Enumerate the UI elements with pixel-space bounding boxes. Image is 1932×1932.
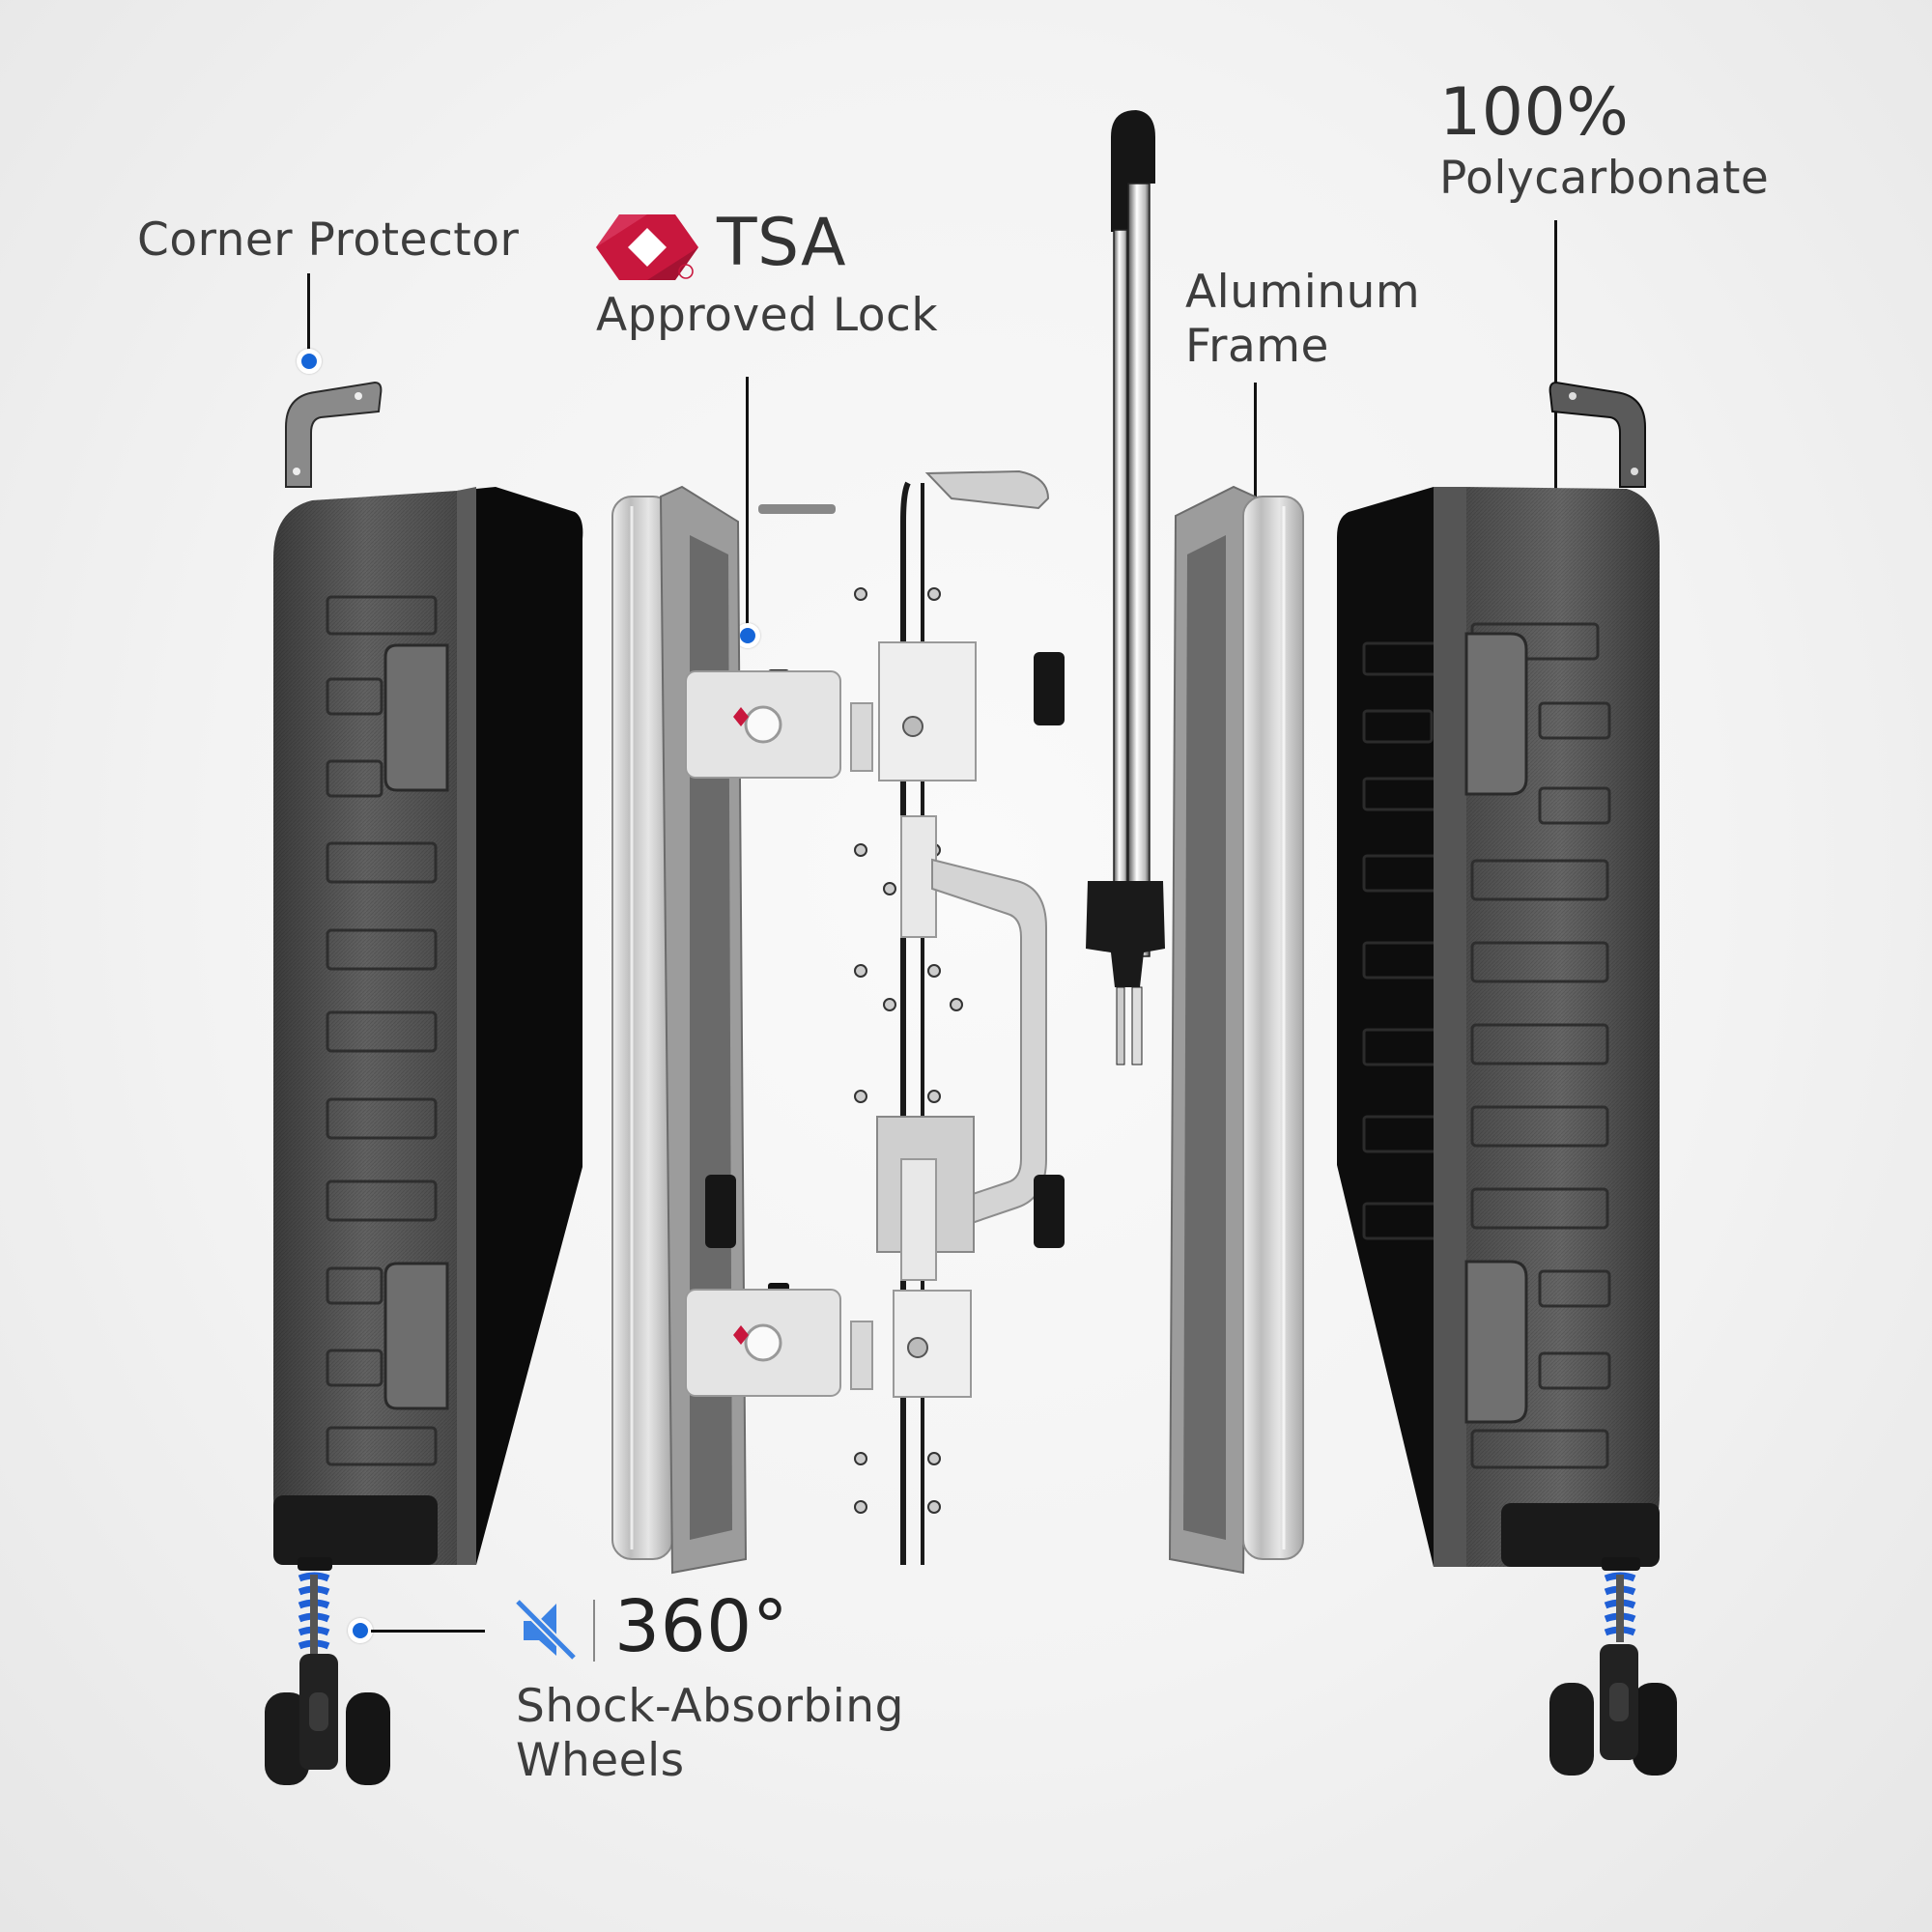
polycarbonate-leader [1554,220,1557,500]
aluminum-frame-label-line2: Frame [1185,320,1329,373]
corner-protector-marker [297,349,322,374]
wheels-label-line2: Wheels [516,1734,685,1787]
corner-protector-right [1548,381,1646,488]
left-shell [273,487,583,1565]
corner-protector-leader [307,273,310,353]
approved-lock-label: Approved Lock [596,289,939,342]
aluminum-frame-label-line1: Aluminum [1185,266,1421,319]
lock-assembly [685,464,1077,1575]
tsa-brand-text: TSA [717,205,846,281]
trolley-handle [1086,110,1165,1065]
right-aluminum-frame [1168,485,1304,1575]
right-shell [1337,487,1660,1567]
corner-protector-label: Corner Protector [137,213,520,267]
tsa-logo-icon [596,214,698,280]
mute-speaker-icon [514,1598,578,1662]
spinner-wheel-right [1549,1557,1677,1776]
tsa-lock-leader [746,377,749,630]
wheels-leader [371,1630,485,1633]
spinner-wheel-left [265,1557,390,1785]
corner-protector-left [285,381,383,488]
wheels-marker [348,1618,373,1643]
wheels-divider [593,1600,595,1662]
polycarbonate-label: Polycarbonate [1439,152,1770,205]
polycarbonate-percent: 100% [1439,74,1630,151]
left-aluminum-frame [611,485,748,1575]
wheels-label-line1: Shock-Absorbing [516,1680,904,1733]
wheels-rotation-value: 360° [614,1585,789,1668]
